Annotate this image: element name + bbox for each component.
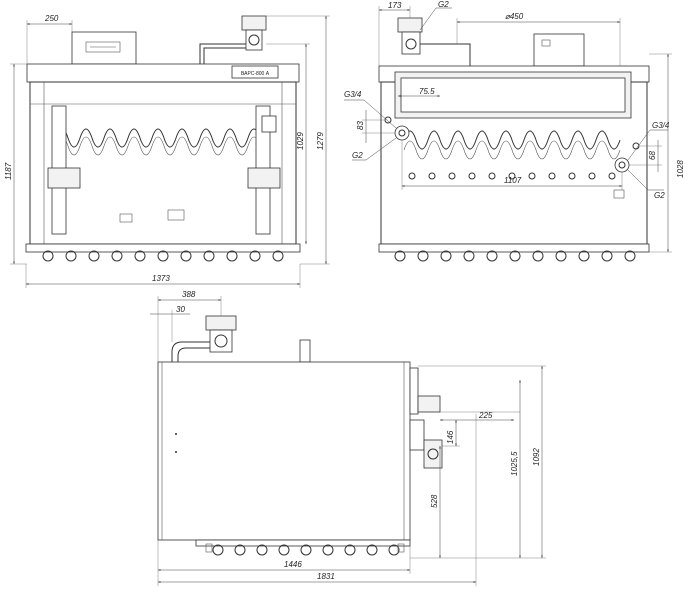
dim-528: 528 <box>430 494 439 508</box>
dim-1029: 1029 <box>296 132 305 150</box>
pump-fitting <box>423 439 443 469</box>
dim-1373: 1373 <box>152 274 170 283</box>
side-burner-row <box>394 250 636 262</box>
side-coil <box>403 130 621 160</box>
left-valve <box>47 167 81 189</box>
valve-body <box>245 29 263 51</box>
right-valve <box>247 167 281 189</box>
dim-173: 173 <box>388 1 402 10</box>
body-side <box>157 361 411 541</box>
burner-row <box>42 250 284 262</box>
left-connection <box>394 125 410 141</box>
bottom-rail <box>25 243 301 253</box>
model-plate <box>231 65 279 79</box>
right-connection <box>614 157 630 173</box>
lower-fitting <box>409 419 425 451</box>
dim-250: 250 <box>44 14 59 23</box>
dim-388: 388 <box>182 290 196 299</box>
dim-225: 225 <box>478 411 493 420</box>
dim-83: 83 <box>356 121 365 130</box>
dim-1025-5: 1025,5 <box>510 451 519 476</box>
side-bottom-rail <box>378 243 650 253</box>
right-manifold-top <box>409 367 419 415</box>
dim-1831: 1831 <box>317 572 335 581</box>
dim-1279: 1279 <box>316 132 325 150</box>
control-box <box>71 31 137 65</box>
model-label: ВАРС-800 А <box>241 71 270 77</box>
top-view: 388 30 1446 1831 225 146 528 1025,5 1092 <box>150 290 546 586</box>
burner-coil <box>55 128 261 156</box>
dim-1028: 1028 <box>676 160 685 178</box>
dim-68: 68 <box>648 151 657 160</box>
label-g3-4-right: G3/4 <box>652 121 670 130</box>
dim-1092: 1092 <box>532 448 541 466</box>
label-g2-right: G2 <box>654 191 665 200</box>
dim-75-5: 75.5 <box>419 87 435 96</box>
display-panel <box>85 41 121 53</box>
side-view: 173 G2 ⌀450 75.5 G3/4 G2 83 G3/4 G2 68 <box>344 0 685 262</box>
dim-146: 146 <box>446 430 455 444</box>
dim-1107: 1107 <box>504 176 522 185</box>
label-g3-4-left: G3/4 <box>344 90 362 99</box>
side-nozzle-row <box>408 172 616 180</box>
top-chimney <box>299 339 311 363</box>
dim-1446: 1446 <box>284 560 302 569</box>
dim-diameter: ⌀450 <box>505 12 524 21</box>
front-view: ВАРС-800 А <box>4 14 330 288</box>
top-gas-valve <box>205 315 237 331</box>
dim-30: 30 <box>176 305 185 314</box>
top-bottom-rail <box>195 539 411 547</box>
label-g2-left: G2 <box>352 151 363 160</box>
dim-1187: 1187 <box>4 162 13 180</box>
side-control-box <box>533 33 585 67</box>
side-gas-valve <box>397 17 423 33</box>
label-g2-top: G2 <box>438 0 449 9</box>
gas-valve <box>241 15 267 31</box>
upper-fitting <box>417 395 441 413</box>
top-burner-row <box>212 544 400 556</box>
